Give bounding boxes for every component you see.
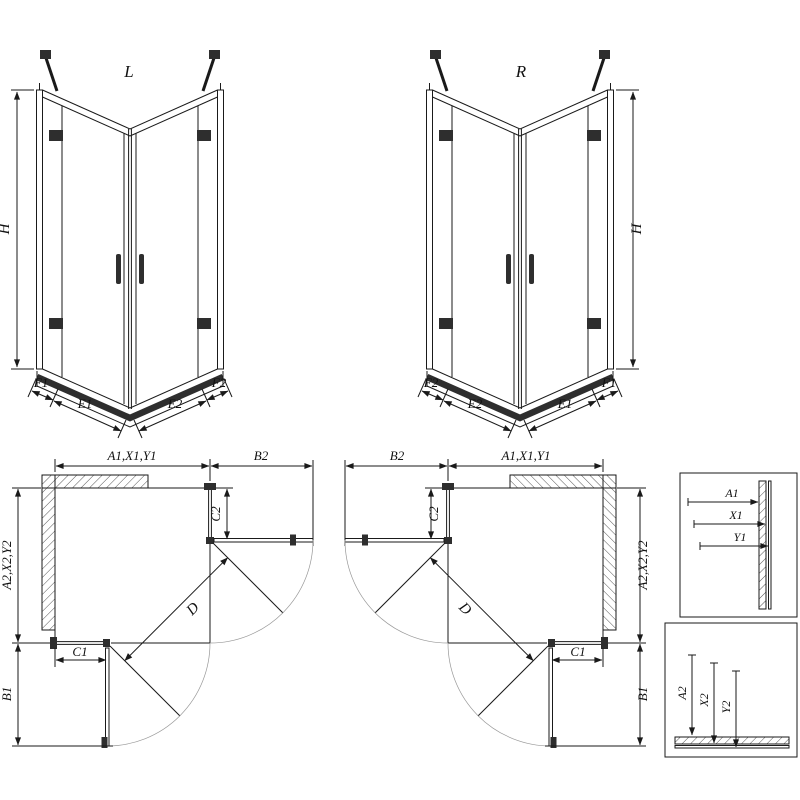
detail-box-depth-adjustment (664, 622, 798, 758)
plan-left-view (12, 459, 313, 748)
dim-label-a1x1y1-plan-left: A1,X1,Y1 (106, 448, 156, 463)
dim-label-x2-detail: X2 (697, 693, 711, 707)
dim-label-h-right: H (629, 222, 645, 235)
dim-label-f2-right: F2 (423, 375, 439, 390)
dim-label-c1-plan-left: C1 (72, 644, 87, 659)
dim-label-e2-left: E2 (167, 396, 183, 411)
view-label-right: R (515, 62, 527, 81)
dim-label-e1-right: E1 (557, 396, 572, 411)
dim-label-b2-plan-right: B2 (390, 448, 405, 463)
dim-label-c1-plan-right: C1 (570, 644, 585, 659)
dim-label-h-left: H (0, 222, 13, 235)
dim-label-a2x2y2-plan-right: A2,X2,Y2 (635, 540, 650, 591)
dim-label-a1x1y1-plan-right: A1,X1,Y1 (500, 448, 550, 463)
view-label-left: L (123, 62, 133, 81)
dim-label-c2-plan-left: C2 (208, 506, 223, 522)
dim-label-y1-detail: Y1 (734, 530, 747, 544)
dim-label-f1-right: F1 (601, 375, 616, 390)
dim-label-e2-right: E2 (467, 396, 483, 411)
plan-right-view (345, 459, 646, 748)
dim-label-y2-detail: Y2 (719, 701, 733, 714)
dim-label-b1-plan-left: B1 (0, 687, 14, 701)
dim-label-d-plan-right: D (455, 599, 475, 619)
dim-label-a2-detail: A2 (675, 686, 689, 700)
dim-label-e1-left: E1 (77, 396, 92, 411)
dim-label-f2-left: F2 (211, 375, 227, 390)
dim-label-a2x2y2-plan-left: A2,X2,Y2 (0, 540, 14, 591)
dim-label-a1-detail: A1 (724, 486, 738, 500)
dim-label-d-plan-left: D (183, 600, 203, 620)
detail-box-width-adjustment (679, 472, 798, 618)
dim-label-f1-left: F1 (33, 375, 48, 390)
dim-label-x1-detail: X1 (728, 508, 742, 522)
dim-label-b1-plan-right: B1 (635, 687, 650, 701)
dim-label-c2-plan-right: C2 (426, 506, 441, 522)
dim-label-b2-plan-left: B2 (254, 448, 269, 463)
